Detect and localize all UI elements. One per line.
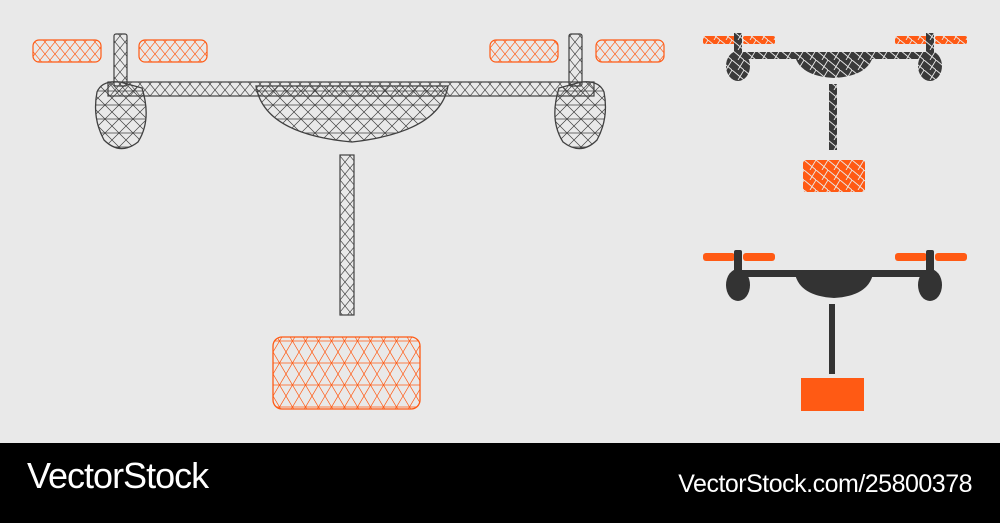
solid-propeller-blade [703,253,735,261]
solid-arm [736,270,932,277]
drone-mesh-icon [32,33,665,410]
solid-rotor-shaft [734,250,742,274]
mesh-motor [554,81,607,150]
mesh-propeller-blade [595,39,665,63]
solid-propeller-blade [743,253,775,261]
mosaic-propeller-blade [703,36,735,44]
mosaic-arm [736,52,932,59]
solid-propeller-blade [895,253,927,261]
mesh-rotor-shaft [113,33,128,87]
mesh-cargo-box [272,336,421,410]
mesh-body [255,85,449,143]
mosaic-rotor-shaft [926,33,934,55]
solid-cargo-box [801,378,864,411]
mosaic-propeller-blade [895,36,927,44]
mosaic-motor [918,51,942,81]
mesh-cable [339,154,355,316]
mosaic-rotor-shaft [734,33,742,55]
mesh-propeller-blade [489,39,559,63]
stock-image-id: VectorStock.com/25800378 [678,470,972,498]
brand-logo-text: VectorStock [27,455,209,496]
mosaic-body [795,56,873,78]
solid-body [795,274,873,298]
drone-filled-mosaic-icon [703,33,967,192]
watermark-footer: VectorStock VectorStock.com/25800378 [0,443,1000,523]
mosaic-motor [726,51,750,81]
solid-cable [829,304,835,374]
solid-motor [918,269,942,301]
solid-motor [726,269,750,301]
mesh-motor [94,81,147,150]
drone-illustration [32,33,967,411]
solid-rotor-shaft [926,250,934,274]
mosaic-propeller-blade [743,36,775,44]
mosaic-cargo-box [803,160,865,192]
mesh-propeller-blade [138,39,208,63]
drone-solid-icon [703,250,967,411]
mosaic-propeller-blade [935,36,967,44]
solid-propeller-blade [935,253,967,261]
mosaic-cable [829,84,837,150]
mesh-propeller-blade [32,39,102,63]
mesh-rotor-shaft [568,33,583,87]
